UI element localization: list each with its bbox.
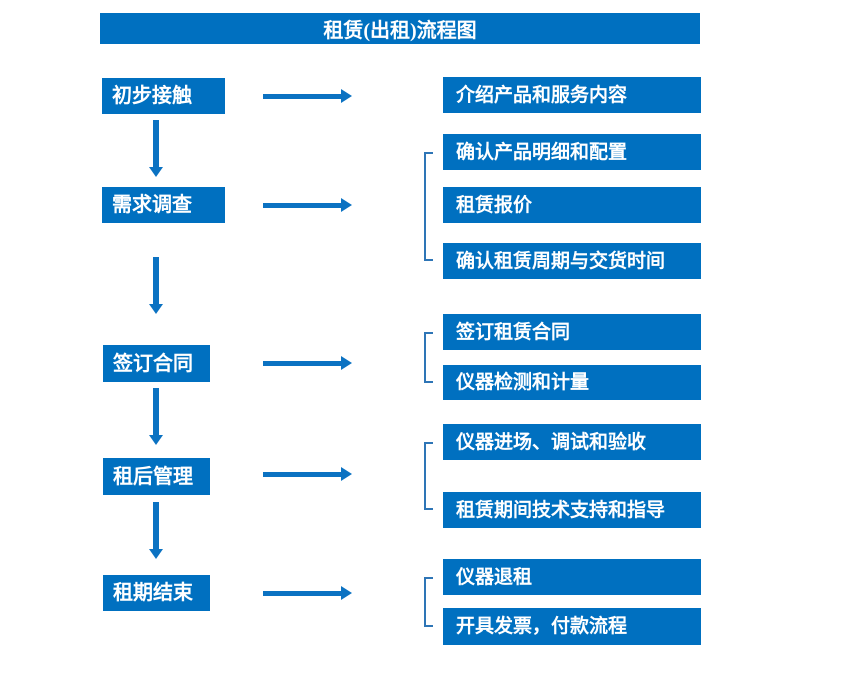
stage-box-post-rental-management: 租后管理 bbox=[103, 458, 210, 495]
output-box-instrument-return: 仪器退租 bbox=[443, 559, 701, 595]
arrow-right-icon bbox=[263, 198, 352, 212]
arrow-right-icon bbox=[263, 586, 352, 600]
output-box-invoice-payment: 开具发票，付款流程 bbox=[443, 608, 701, 645]
output-box-tech-support: 租赁期间技术支持和指导 bbox=[443, 492, 701, 528]
arrow-down-icon bbox=[149, 388, 163, 445]
group-bracket bbox=[424, 442, 433, 510]
group-bracket bbox=[424, 152, 433, 261]
output-box-confirm-period-delivery: 确认租赁周期与交货时间 bbox=[443, 243, 701, 279]
arrow-right-icon bbox=[263, 356, 352, 370]
output-box-instrument-testing: 仪器检测和计量 bbox=[443, 365, 701, 400]
output-box-instrument-entry-acceptance: 仪器进场、调试和验收 bbox=[443, 424, 701, 460]
arrow-right-icon bbox=[263, 467, 352, 481]
output-box-rental-quote: 租赁报价 bbox=[443, 187, 701, 223]
arrow-down-icon bbox=[149, 502, 163, 559]
arrow-down-icon bbox=[149, 257, 163, 314]
stage-box-initial-contact: 初步接触 bbox=[102, 78, 225, 114]
page-title: 租赁(出租)流程图 bbox=[323, 20, 477, 42]
output-box-sign-rental-contract: 签订租赁合同 bbox=[443, 314, 701, 350]
stage-box-demand-survey: 需求调查 bbox=[102, 187, 225, 223]
arrow-down-icon bbox=[149, 120, 163, 177]
flowchart-title-bar: 租赁(出租)流程图 bbox=[100, 13, 700, 44]
arrow-right-icon bbox=[263, 89, 352, 103]
group-bracket bbox=[424, 577, 433, 627]
output-box-introduce-products: 介绍产品和服务内容 bbox=[443, 77, 701, 113]
group-bracket bbox=[424, 332, 433, 383]
output-box-confirm-details: 确认产品明细和配置 bbox=[443, 134, 701, 170]
stage-box-rental-end: 租期结束 bbox=[103, 575, 210, 611]
stage-box-sign-contract: 签订合同 bbox=[103, 345, 210, 382]
